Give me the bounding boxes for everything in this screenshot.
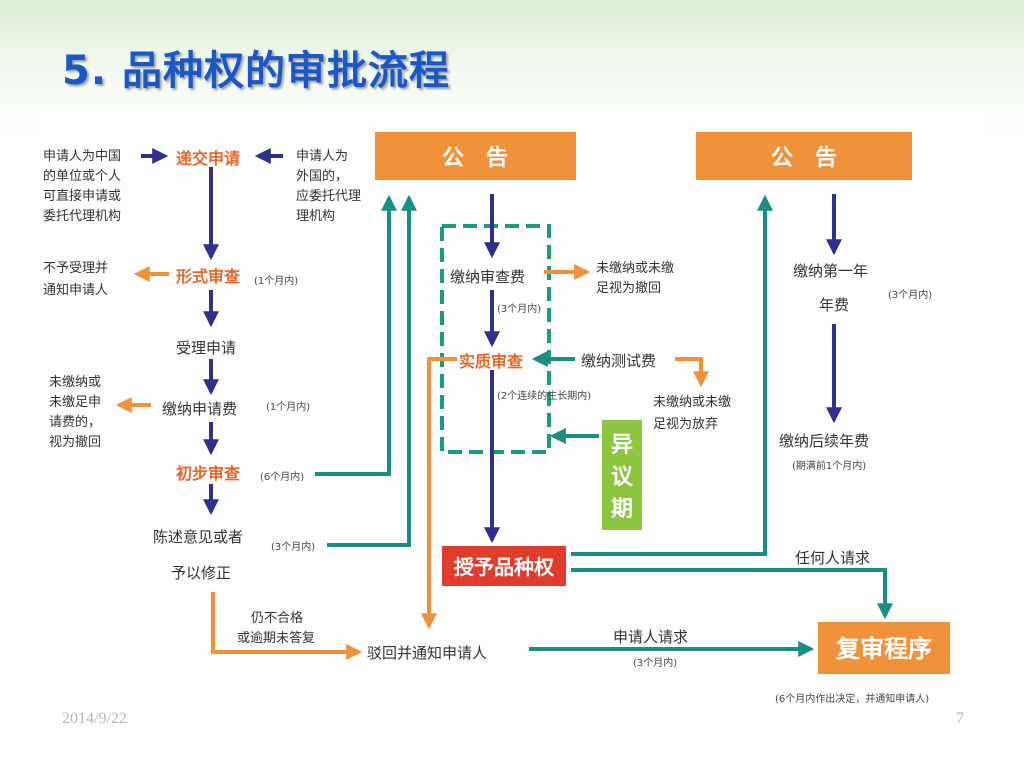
- rejection-arrows: [115, 264, 709, 660]
- footer-date: 2014/9/22: [62, 710, 127, 727]
- exam-fee-time: (3个月内): [497, 302, 541, 315]
- announcement-arrows: [315, 194, 893, 657]
- first-year-fee-2: 年费: [819, 296, 849, 314]
- objection-char-2: 议: [611, 465, 634, 490]
- unpaid-test-note-1: 未缴纳或未缴: [653, 395, 731, 410]
- unpaid-test-note-2: 足视为放弃: [653, 417, 718, 432]
- page-title: 5. 品种权的审批流程: [62, 48, 450, 94]
- first-year-fee-1: 缴纳第一年: [793, 262, 868, 280]
- accept-application: 受理申请: [176, 339, 236, 357]
- submit-application: 递交申请: [176, 149, 240, 168]
- approval-flow-diagram: 公 告 公 告 授予品种权 复审程序 异 议 期: [33, 112, 985, 718]
- domestic-note-4: 委托代理机构: [43, 209, 121, 224]
- announcement-box-right: 公 告: [696, 132, 912, 180]
- reexam-box: 复审程序: [818, 622, 950, 674]
- unpaid-app-note-3: 请费的，: [49, 414, 101, 430]
- pay-application-time: (1个月内): [266, 400, 310, 413]
- reexam-label: 复审程序: [835, 635, 932, 663]
- unpaid-exam-note-1: 未缴纳或未缴: [596, 261, 674, 276]
- unpaid-app-note-1: 未缴纳或: [49, 375, 101, 390]
- statement-time: (3个月内): [271, 540, 315, 553]
- objection-box: 异 议 期: [602, 420, 642, 530]
- footer-page-number: 7: [956, 710, 964, 727]
- subsequent-fee-time: (期满前1个月内): [792, 459, 866, 472]
- applicant-request-time: (3个月内): [633, 656, 677, 669]
- reexam-note: (6个月内作出决定，并通知申请人): [775, 692, 929, 705]
- grant-box: 授予品种权: [442, 546, 566, 586]
- preliminary-review: 初步审查: [176, 464, 240, 483]
- statement-line-2: 予以修正: [171, 564, 231, 582]
- formal-review: 形式审查: [176, 267, 240, 286]
- formal-review-time: (1个月内): [254, 274, 298, 287]
- preliminary-review-time: (6个月内): [260, 470, 304, 483]
- announcement-right-label: 公 告: [771, 146, 837, 171]
- subsequent-fee: 缴纳后续年费: [779, 432, 869, 450]
- domestic-note-3: 可直接申请或: [43, 188, 121, 204]
- unpaid-app-note-4: 视为撤回: [49, 434, 101, 450]
- foreign-note-4: 理机构: [296, 209, 335, 224]
- reject-note-1: 不予受理并: [43, 261, 108, 276]
- pay-test-fee: 缴纳测试费: [581, 352, 656, 370]
- pay-exam-fee: 缴纳审查费: [450, 268, 525, 286]
- still-fail-1: 仍不合格: [251, 610, 303, 626]
- objection-period-frame: [440, 224, 551, 454]
- announcement-left-label: 公 告: [442, 146, 508, 171]
- main-flow-arrows: [141, 148, 842, 544]
- objection-char-3: 期: [611, 497, 633, 522]
- applicant-request: 申请人请求: [613, 628, 688, 646]
- foreign-note-1: 申请人为: [296, 149, 348, 164]
- reject-note-2: 通知申请人: [43, 282, 108, 298]
- domestic-note-1: 申请人为中国: [43, 149, 121, 164]
- reject-notify: 驳回并通知申请人: [367, 644, 487, 662]
- pay-application-fee: 缴纳申请费: [162, 400, 237, 418]
- objection-char-1: 异: [611, 433, 633, 458]
- announcement-box-left: 公 告: [375, 132, 576, 180]
- first-year-fee-time: (3个月内): [888, 288, 932, 301]
- unpaid-app-note-2: 未缴足申: [49, 395, 101, 410]
- unpaid-exam-note-2: 足视为撤回: [596, 280, 661, 296]
- domestic-note-2: 的单位或个人: [43, 168, 121, 184]
- still-fail-2: 或逾期未答复: [237, 630, 315, 646]
- statement-line-1: 陈述意见或者: [153, 528, 243, 546]
- substantive-review-time: (2个连续的生长期内): [497, 389, 591, 402]
- foreign-note-2: 外国的，: [296, 168, 348, 184]
- foreign-note-3: 应委托代理: [296, 188, 361, 204]
- substantive-review: 实质审查: [459, 352, 523, 371]
- anyone-request: 任何人请求: [795, 549, 870, 567]
- flow-svg: 公 告 公 告 授予品种权 复审程序 异 议 期: [43, 132, 950, 705]
- grant-label: 授予品种权: [454, 555, 555, 579]
